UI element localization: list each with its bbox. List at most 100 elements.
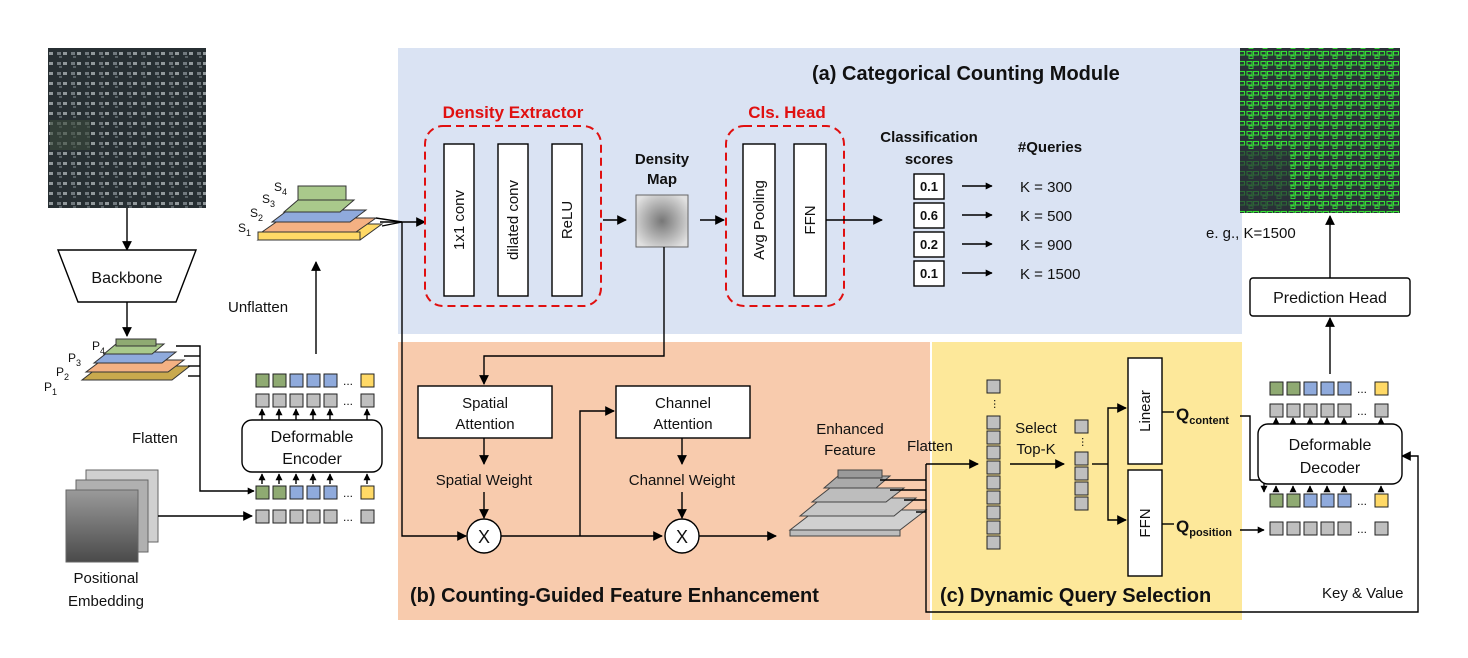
topk-token [1074,481,1089,496]
decoder-in-color-token [1286,493,1301,508]
encoder-in-gray-token [306,509,321,524]
input-aerial-image [48,48,206,208]
decoder-out-color-ellipsis: ... [1357,382,1367,396]
s2-label: S2 [250,206,263,223]
decoder-out-gray-token [1320,403,1335,418]
flat-token [986,415,1001,430]
encoder-label-1: Deformable [271,429,354,446]
flat-token [986,475,1001,490]
select-topk-label-2: Top-K [1016,441,1055,458]
encoder-in-color-token [306,485,321,500]
flat-token [986,379,1001,394]
spatial-attention-label-1: Spatial [462,395,508,412]
encoder-out-gray-token [272,393,287,408]
topk-token-column [1074,419,1089,511]
p1-label: P1 [44,380,57,397]
conv1x1-block [443,143,475,297]
module-c-background [932,342,1242,620]
positional-embedding-label-2: Embedding [68,593,144,610]
classification-scores-title-2: scores [905,151,953,168]
encoder-arrows [258,408,371,484]
encoder-out-gray-ellipsis: ... [343,394,353,408]
flattened-token-column [986,379,1001,550]
decoder-in-color-token [1269,493,1284,508]
classification-scores-title-1: Classification [880,129,978,146]
spatial-weight-label: Spatial Weight [436,472,533,489]
p3-label: P3 [68,351,81,368]
channel-weight-label: Channel Weight [629,472,736,489]
encoder-in-gray-token [272,509,287,524]
score-cell [913,202,945,229]
decoder-in-gray-token [1286,521,1301,536]
enhanced-feature-label-2: Feature [824,442,876,459]
density-map-image [635,194,689,248]
backbone-feature-stack [80,338,192,381]
flat-token [986,505,1001,520]
avg-pooling-label: Avg Pooling [751,180,768,260]
multiply-symbol-spatial: X [478,527,490,547]
flat-token [986,520,1001,535]
topk-token [1074,496,1089,511]
decoder-out-gray-token [1337,403,1352,418]
score-value: 0.1 [920,179,938,194]
encoder-in-gray-token [255,509,270,524]
topk-token [1074,466,1089,481]
density-extractor-title: Density Extractor [443,103,584,122]
q-content-label: Qcontent [1176,405,1229,427]
decoder-out-gray-token [1374,403,1389,418]
output-detection-image [1240,48,1400,213]
encoder-out-gray-token [289,393,304,408]
decoder-in-color-token [1337,493,1352,508]
decoder-out-color-token [1303,381,1318,396]
decoder-out-color-token [1337,381,1352,396]
channel-attention-block [615,385,751,439]
encoder-in-color-ellipsis: ... [343,486,353,500]
module-b-title: (b) Counting-Guided Feature Enhancement [410,585,819,607]
deformable-encoder [241,419,383,473]
flat-token [986,535,1001,550]
flat-token [986,490,1001,505]
flatten-label: Flatten [132,430,178,447]
relu-label: ReLU [559,201,576,239]
spatial-attention-block [417,385,553,439]
flat-col-ellipsis: ... [991,399,1005,409]
backbone-label: Backbone [91,270,162,287]
unflatten-label: Unflatten [228,299,288,316]
encoder-in-gray-token [323,509,338,524]
decoder-out-gray-token [1286,403,1301,418]
spatial-attention-label-2: Attention [455,416,514,433]
encoder-output-tokens: ...... [255,373,375,408]
linear-label: Linear [1137,390,1154,432]
decoder-out-color-token [1374,381,1389,396]
example-label: e. g., K=1500 [1206,225,1296,242]
positional-embedding-label-1: Positional [73,570,138,587]
decoder-label-2: Decoder [1300,460,1361,477]
encoder-in-gray-ellipsis: ... [343,510,353,524]
relu-block [551,143,583,297]
multiply-symbol-channel: X [676,527,688,547]
decoder-in-gray-token [1337,521,1352,536]
topk-token [1074,451,1089,466]
encoder-out-color-token [306,373,321,388]
p2-label: P2 [56,365,69,382]
encoder-in-color-token [323,485,338,500]
decoder-in-gray-token [1320,521,1335,536]
p4-label: P4 [92,339,105,356]
decoder-out-gray-token [1269,403,1284,418]
topk-col-ellipsis: ... [1079,437,1093,447]
enhanced-feature-label-1: Enhanced [816,421,884,438]
score-cell [913,260,945,287]
topk-token [1074,419,1089,434]
backbone-block [56,249,198,303]
decoder-input-tokens: ...... [1269,493,1389,536]
flat-token [986,460,1001,475]
encoder-in-color-token [255,485,270,500]
score-value: 0.1 [920,266,938,281]
encoder-in-color-token [289,485,304,500]
decoder-in-gray-ellipsis: ... [1357,522,1367,536]
ffn-block [793,143,827,297]
enhanced-feature-stack [788,469,928,537]
decoder-label-1: Deformable [1289,437,1372,454]
encoder-out-color-token [255,373,270,388]
